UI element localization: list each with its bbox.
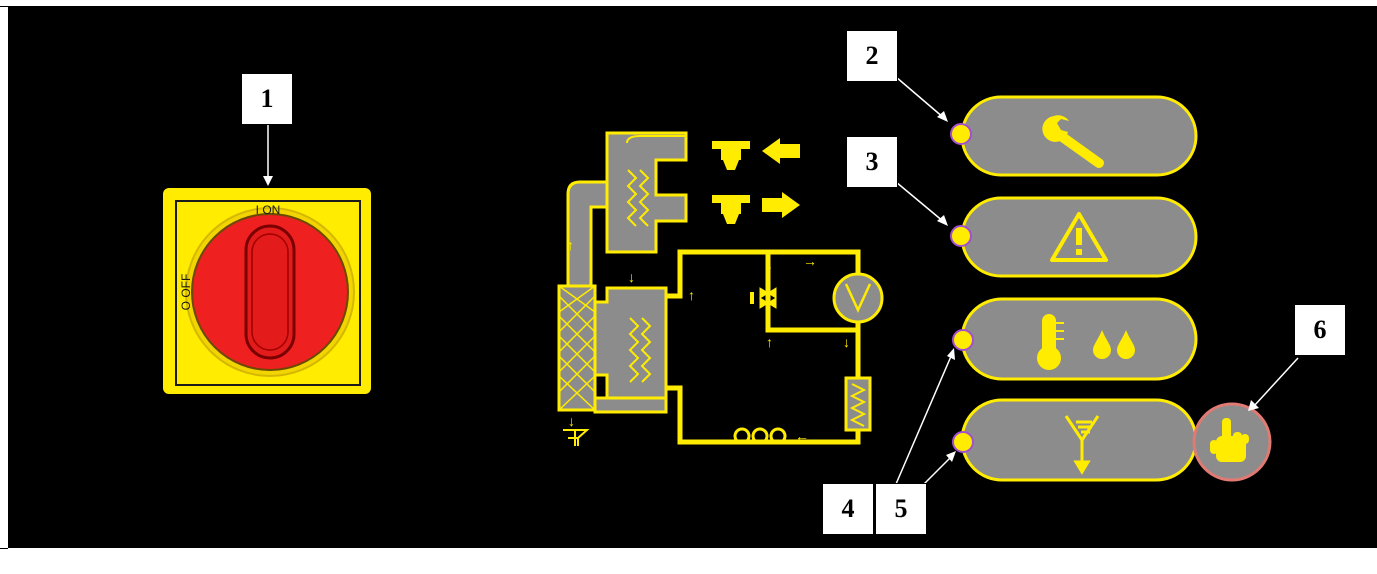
leader-1-arrowhead — [263, 176, 273, 186]
inlet-arrow-icon — [762, 138, 800, 164]
temperature-led — [952, 329, 974, 351]
outlet-valve-icon — [712, 195, 750, 224]
indicator-temperature-humidity[interactable] — [952, 297, 1198, 381]
leader-5-arrowhead — [946, 451, 956, 462]
leader-2-arrowhead — [937, 111, 948, 122]
capillary-coil-3 — [769, 427, 787, 445]
drain-led — [952, 431, 974, 453]
leader-3-arrowhead — [937, 215, 948, 226]
flow-arrow-up-2-icon: ↑ — [688, 287, 695, 303]
main-switch[interactable]: I ON O OFF — [163, 188, 371, 394]
leader-6 — [1253, 357, 1299, 407]
callout-2-service-indicator: 2 — [846, 30, 898, 82]
indicator-service[interactable] — [950, 95, 1198, 177]
drain-symbol-icon — [563, 429, 590, 446]
switch-frame — [175, 200, 361, 386]
condenser-coil — [849, 383, 867, 427]
edge-tick-top — [0, 6, 8, 7]
flow-arrow-up-3-icon: ↑ — [766, 261, 773, 277]
service-led — [950, 123, 972, 145]
riser-pipe — [566, 180, 609, 288]
bypass-line — [765, 252, 858, 333]
outlet-arrow-icon — [762, 192, 800, 218]
inlet-valve-icon — [712, 141, 750, 170]
callout-5-drain-indicator: 5 — [875, 483, 927, 535]
flow-arrow-down-3-icon: ↓ — [568, 413, 575, 429]
hand-pointer-icon — [1210, 418, 1249, 462]
exchanger-coil-upper — [626, 169, 650, 227]
callout-1-main-switch: 1 — [241, 73, 293, 125]
manual-drain-button[interactable] — [1192, 402, 1272, 482]
compressor-symbol — [844, 283, 872, 313]
refrigerant-line-top — [666, 249, 861, 378]
flow-arrows: ↑ ↓ ↑ ↑ → ↓ ↑ ← ↓ — [567, 237, 850, 444]
flow-arrow-down-1-icon: ↓ — [628, 269, 635, 285]
bypass-valve — [759, 287, 777, 309]
switch-handle[interactable] — [244, 224, 296, 360]
leader-6-arrowhead — [1248, 400, 1259, 411]
indicator-alarm[interactable] — [950, 196, 1198, 278]
flow-arrow-up-4-icon: ↑ — [766, 334, 773, 350]
callout-6-manual-drain-button: 6 — [1294, 304, 1346, 356]
leader-4 — [895, 353, 953, 485]
exchanger-coil-lower — [628, 317, 652, 383]
callout-3-alarm-indicator: 3 — [846, 136, 898, 188]
switch-off-label: O OFF — [179, 274, 193, 311]
capillary-coil-1 — [733, 427, 751, 445]
flow-arrow-left-icon: ← — [795, 428, 809, 444]
callout-4-temperature-indicator: 4 — [822, 483, 874, 535]
switch-on-label: I ON — [256, 203, 281, 217]
indicator-drain[interactable] — [952, 398, 1198, 482]
capillary-coil-2 — [751, 427, 769, 445]
refrigeration-schematic — [557, 131, 884, 445]
leader-3 — [895, 181, 945, 223]
drain-funnel-icon — [1064, 415, 1100, 475]
air-connections — [712, 138, 800, 224]
switch-handle-inner — [251, 233, 289, 351]
thermometer-droplets-icon — [1037, 314, 1135, 370]
collector — [593, 396, 668, 414]
callout-leaders — [263, 76, 1299, 485]
leader-2 — [895, 76, 945, 119]
inlet-pipe — [626, 135, 686, 144]
leader-4-arrowhead — [947, 348, 955, 360]
compressor — [832, 272, 884, 324]
leader-5 — [923, 455, 953, 485]
refrigerant-line-bottom — [666, 385, 861, 445]
evaporator — [593, 286, 668, 400]
warning-triangle-icon — [1050, 212, 1108, 262]
flow-arrow-down-2-icon: ↓ — [843, 334, 850, 350]
flow-arrow-right-icon: → — [803, 253, 817, 269]
separator-mesh — [558, 285, 596, 411]
separator — [557, 284, 597, 412]
wrench-icon — [1042, 115, 1105, 169]
alarm-led — [950, 225, 972, 247]
flow-arrow-up-1-icon: ↑ — [567, 237, 574, 253]
edge-tick-bottom — [0, 548, 8, 549]
